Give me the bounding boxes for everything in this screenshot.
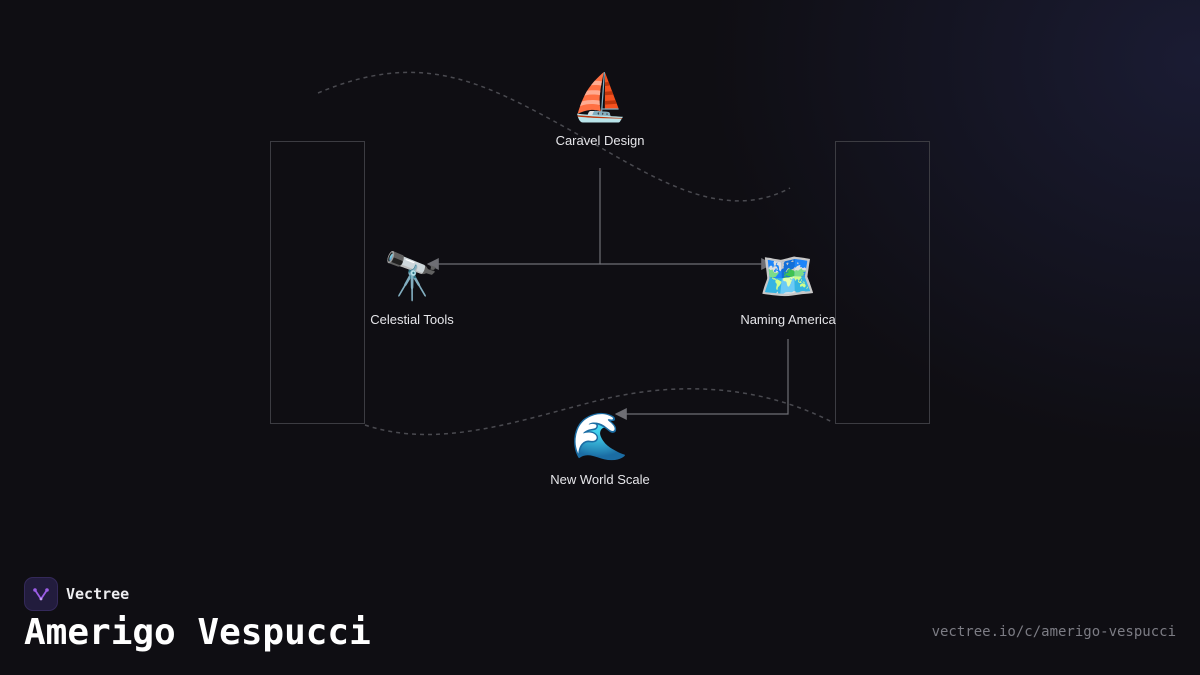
node-label: New World Scale	[550, 472, 650, 487]
telescope-icon: 🔭	[383, 250, 441, 302]
node-new-world-scale[interactable]: 🌊 New World Scale	[510, 408, 690, 487]
wave-icon: 🌊	[571, 410, 629, 462]
node-naming-america[interactable]: 🗺️ Naming America	[698, 248, 878, 327]
right-frame	[835, 141, 930, 424]
lower-dashed-curve	[364, 388, 833, 436]
node-caravel-design[interactable]: ⛵ Caravel Design	[510, 69, 690, 148]
node-celestial-tools[interactable]: 🔭 Celestial Tools	[322, 248, 502, 327]
vectree-logo-icon	[24, 577, 58, 611]
source-url[interactable]: vectree.io/c/amerigo-vespucci	[931, 624, 1176, 640]
upper-dashed-curve	[317, 71, 791, 202]
node-label: Naming America	[740, 312, 836, 327]
brand-name: Vectree	[66, 585, 130, 603]
world-map-icon: 🗺️	[759, 250, 817, 302]
page-title: Amerigo Vespucci	[24, 612, 371, 653]
sailboat-icon: ⛵	[571, 71, 629, 123]
node-label: Caravel Design	[555, 133, 645, 148]
brand: Vectree	[24, 577, 129, 611]
node-label: Celestial Tools	[370, 312, 454, 327]
connector-naming-to-newworld	[614, 339, 789, 420]
left-frame	[270, 141, 365, 424]
